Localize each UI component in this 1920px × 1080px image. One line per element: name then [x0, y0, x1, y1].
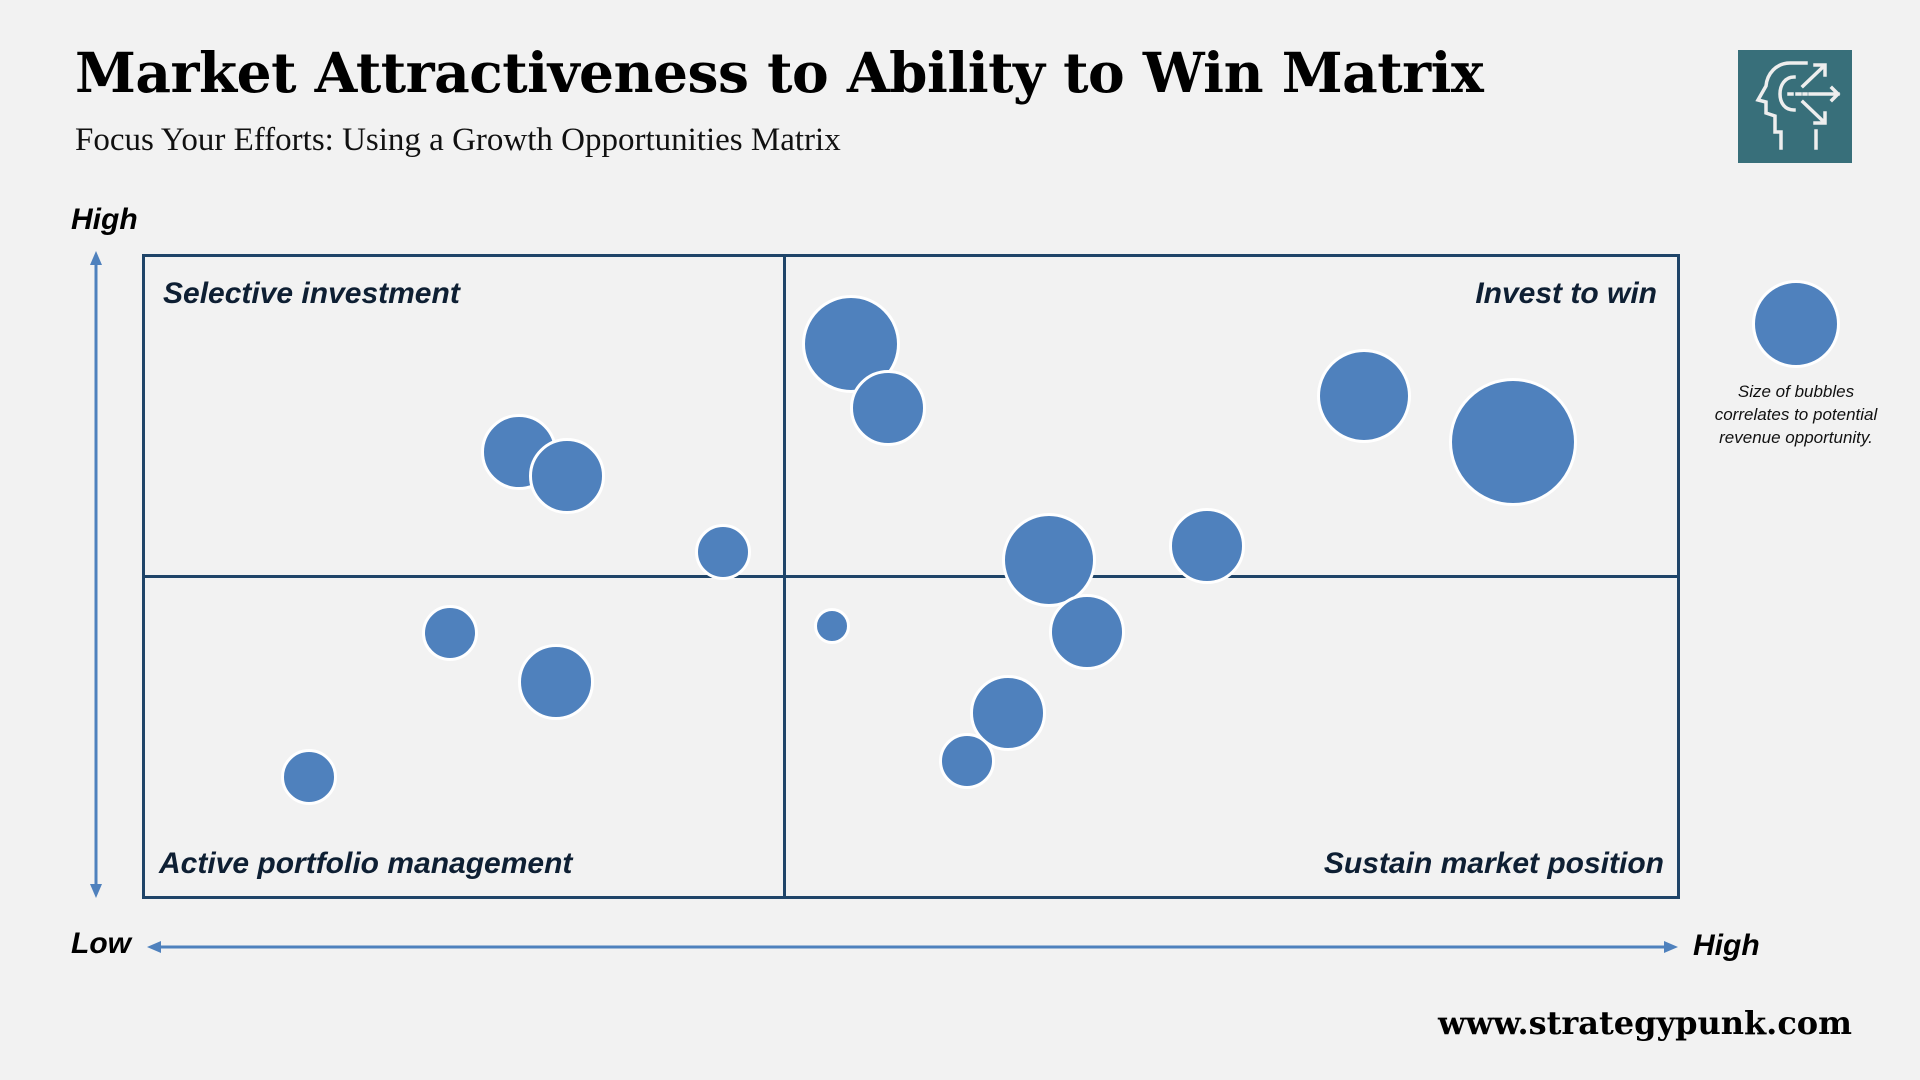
x-axis-high-label: High	[1693, 929, 1760, 962]
opportunity-bubble	[1449, 378, 1577, 506]
legend-note: Size of bubbles correlates to potential …	[1696, 380, 1896, 449]
page-title: Market Attractiveness to Ability to Win …	[75, 40, 1484, 105]
x-axis-low-label: Low	[71, 927, 131, 960]
y-axis-high-label: High	[71, 203, 138, 236]
matrix-horizontal-divider	[142, 575, 1680, 578]
opportunity-bubble	[939, 733, 995, 789]
page-subtitle: Focus Your Efforts: Using a Growth Oppor…	[75, 122, 841, 158]
opportunity-bubble	[518, 644, 594, 720]
opportunity-bubble	[695, 524, 751, 580]
opportunity-bubble	[850, 370, 926, 446]
legend-line-1: Size of bubbles	[1737, 382, 1855, 401]
legend-bubble	[1752, 280, 1840, 368]
opportunity-bubble	[529, 438, 605, 514]
head-strategy-arrows-icon	[1738, 50, 1852, 163]
opportunity-bubble	[1169, 508, 1245, 584]
quadrant-label-selective-investment: Selective investment	[163, 277, 460, 310]
opportunity-bubble	[1049, 594, 1125, 670]
x-axis-arrow	[147, 941, 1678, 953]
y-axis-arrow	[90, 251, 102, 898]
opportunity-bubble	[1317, 349, 1411, 443]
opportunity-bubble	[281, 749, 337, 805]
opportunity-bubble	[422, 605, 478, 661]
quadrant-label-sustain-market-position: Sustain market position	[1323, 847, 1664, 880]
quadrant-label-invest-to-win: Invest to win	[1475, 277, 1657, 310]
legend-line-3: revenue opportunity.	[1719, 428, 1873, 447]
opportunity-bubble	[814, 608, 850, 644]
footer-url[interactable]: www.strategypunk.com	[1438, 1004, 1852, 1042]
quadrant-label-active-portfolio-management: Active portfolio management	[159, 847, 573, 880]
legend-line-2: correlates to potential	[1714, 405, 1878, 424]
opportunity-bubble	[1002, 513, 1096, 607]
